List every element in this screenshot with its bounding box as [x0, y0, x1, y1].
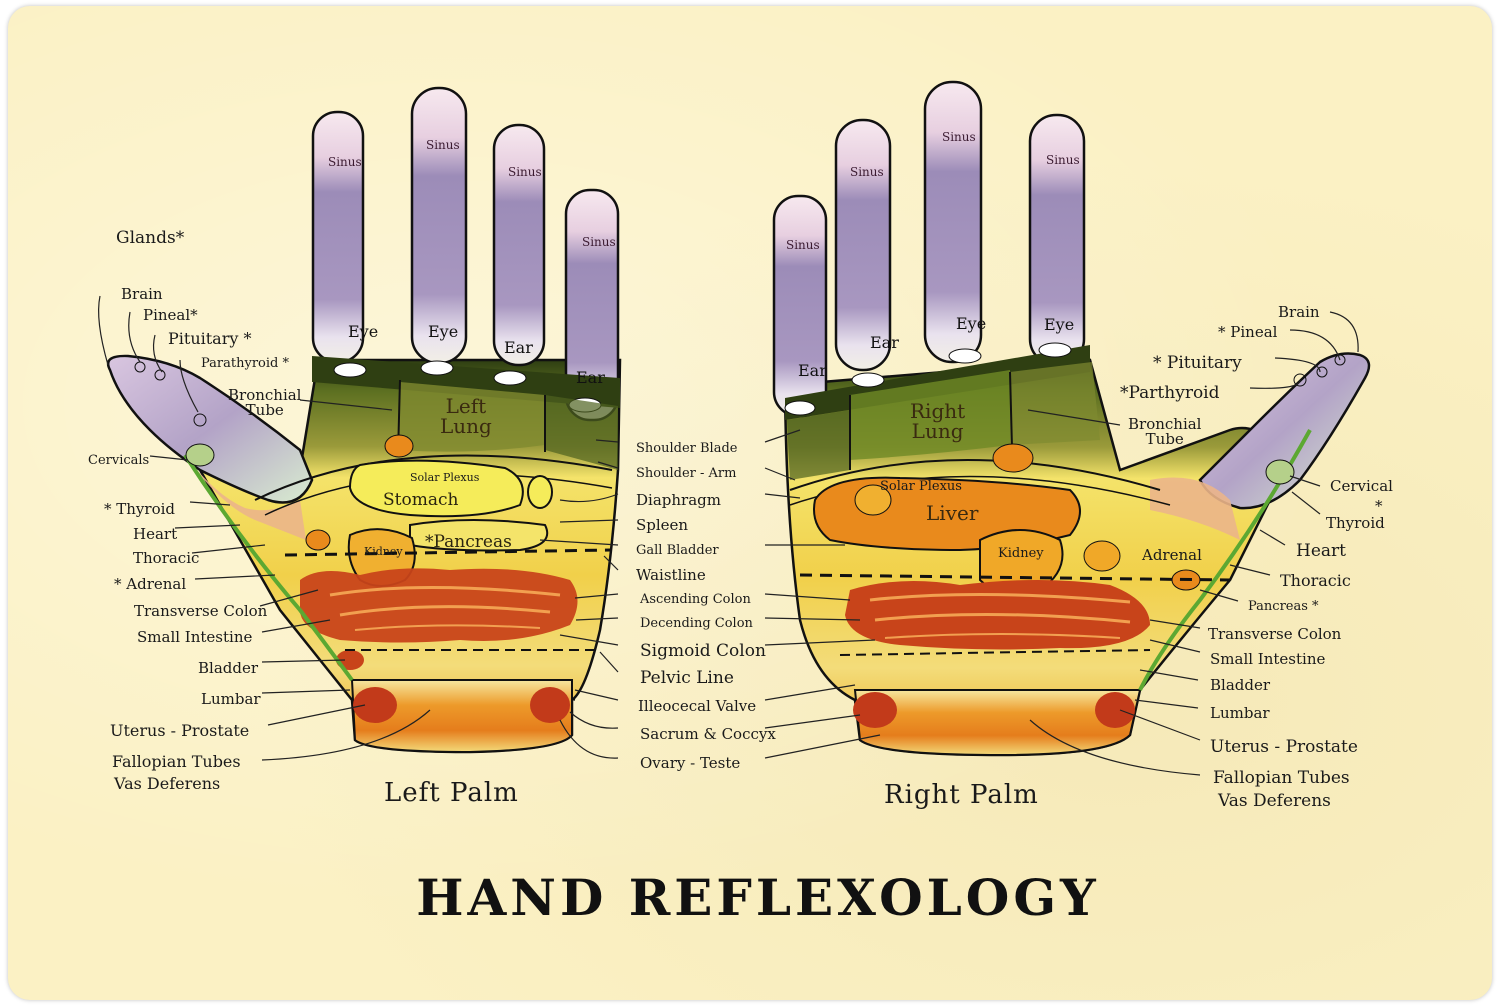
right-solar-plexus-label: Solar Plexus — [880, 479, 962, 494]
center-label-waistline: Waistline — [636, 566, 706, 584]
left-thyroid-label: * Thyroid — [104, 500, 176, 518]
right-kidney-label: Kidney — [998, 546, 1044, 561]
left-fallopian-tubes-label: Fallopian Tubes — [112, 752, 241, 771]
right-finger3-sinus-label: Sinus — [942, 130, 976, 144]
right-transverse-colon-label: Transverse Colon — [1208, 625, 1342, 643]
left-brain-label: Brain — [121, 285, 163, 303]
left-cervicals-label: Cervicals — [88, 453, 150, 468]
left-kidney-label: Kidney — [364, 545, 403, 558]
left-ear-label-2: Ear — [576, 368, 605, 387]
glands-label: Glands* — [116, 228, 185, 248]
left-uterus-prostate-label: Uterus - Prostate — [110, 721, 250, 740]
right-pituitary-label: * Pituitary — [1153, 353, 1242, 373]
right-small-intestine-label: Small Intestine — [1210, 650, 1326, 668]
right-ear-label-1: Ear — [798, 361, 827, 380]
right-vas-deferens-label: Vas Deferens — [1218, 791, 1331, 811]
left-parathyroid-label: Parathyroid * — [201, 356, 289, 371]
right-pineal-label: * Pineal — [1218, 323, 1278, 341]
left-palm-caption: Left Palm — [384, 778, 519, 808]
center-label-ovary-teste: Ovary - Teste — [640, 754, 741, 772]
right-cervical-star: * — [1375, 497, 1383, 515]
left-pineal-label: Pineal* — [143, 306, 198, 324]
left-lung-label: Left Lung — [440, 394, 492, 438]
left-pancreas-label: *Pancreas — [425, 532, 512, 552]
chart-title: HAND REFLEXOLOGY — [416, 868, 1100, 927]
left-solar-plexus-label: Solar Plexus — [410, 471, 480, 484]
left-lumbar-label: Lumbar — [201, 690, 261, 708]
stomach-label: Stomach — [383, 490, 459, 510]
left-finger2-sinus-label: Sinus — [426, 138, 460, 152]
center-label-gall-bladder: Gall Bladder — [636, 543, 719, 558]
right-parthyroid-label: *Parthyroid — [1120, 383, 1220, 403]
left-bronchial-tube-label: Bronchial Tube — [228, 386, 302, 419]
center-label-spleen: Spleen — [636, 516, 689, 534]
center-label-sacrum-coccyx: Sacrum & Coccyx — [640, 725, 776, 743]
hand-diagram-art — [98, 80, 1371, 776]
left-bladder-label: Bladder — [198, 659, 259, 677]
chart-card: Sinus Sinus Sinus Sinus Eye Eye Ear Ear … — [8, 6, 1492, 1000]
right-lung-label: Right Lung — [910, 399, 966, 443]
leader-lines — [98, 295, 1359, 776]
center-label-shoulder-arm: Shoulder - Arm — [636, 466, 737, 481]
left-small-intestine-label: Small Intestine — [137, 628, 253, 646]
right-heart-label: Heart — [1296, 541, 1346, 561]
right-hand — [772, 80, 1371, 757]
left-finger4-sinus-label: Sinus — [582, 235, 616, 249]
center-label-ascending-colon: Ascending Colon — [640, 592, 751, 607]
left-adrenal-label: * Adrenal — [114, 575, 187, 593]
center-label-pelvic-line: Pelvic Line — [640, 668, 734, 688]
right-pancreas-label: Pancreas * — [1248, 599, 1319, 614]
right-adrenal-inner-label: Adrenal — [1142, 546, 1202, 564]
liver-label: Liver — [926, 501, 979, 525]
right-finger2-sinus-label: Sinus — [850, 165, 884, 179]
left-heart-label: Heart — [133, 525, 178, 543]
left-vas-deferens-label: Vas Deferens — [114, 774, 221, 793]
right-bronchial-tube-label: Bronchial Tube — [1128, 415, 1202, 448]
right-brain-label: Brain — [1278, 303, 1320, 321]
right-eye-label-2: Eye — [1044, 315, 1075, 334]
right-uterus-prostate-label: Uterus - Prostate — [1210, 737, 1358, 757]
right-palm-caption: Right Palm — [884, 780, 1039, 810]
left-finger1-sinus-label: Sinus — [328, 155, 362, 169]
right-cervical-label: Cervical — [1330, 477, 1393, 495]
left-hand — [106, 86, 622, 754]
right-lumbar-label: Lumbar — [1210, 704, 1270, 722]
left-transverse-colon-label: Transverse Colon — [134, 602, 268, 620]
right-ear-label-2: Ear — [870, 333, 899, 352]
left-ear-label-1: Ear — [504, 338, 533, 357]
right-fallopian-tubes-label: Fallopian Tubes — [1213, 768, 1350, 788]
left-eye-label-1: Eye — [348, 322, 379, 341]
right-thoracic-label: Thoracic — [1280, 571, 1351, 590]
left-finger3-sinus-label: Sinus — [508, 165, 542, 179]
left-eye-label-2: Eye — [428, 322, 459, 341]
center-label-shoulder-blade: Shoulder Blade — [636, 441, 738, 456]
center-label-decending-colon: Decending Colon — [640, 616, 753, 631]
left-pituitary-label: Pituitary * — [168, 329, 252, 348]
center-label-diaphragm: Diaphragm — [636, 491, 721, 509]
center-label-illeocecal-valve: Illeocecal Valve — [638, 697, 757, 715]
right-thyroid-label: Thyroid — [1326, 514, 1385, 532]
left-thoracic-label: Thoracic — [133, 549, 200, 567]
right-bladder-label: Bladder — [1210, 676, 1271, 694]
right-eye-label-1: Eye — [956, 314, 987, 333]
center-label-sigmoid-colon: Sigmoid Colon — [640, 641, 766, 661]
right-finger1-sinus-label: Sinus — [786, 238, 820, 252]
right-finger4-sinus-label: Sinus — [1046, 153, 1080, 167]
